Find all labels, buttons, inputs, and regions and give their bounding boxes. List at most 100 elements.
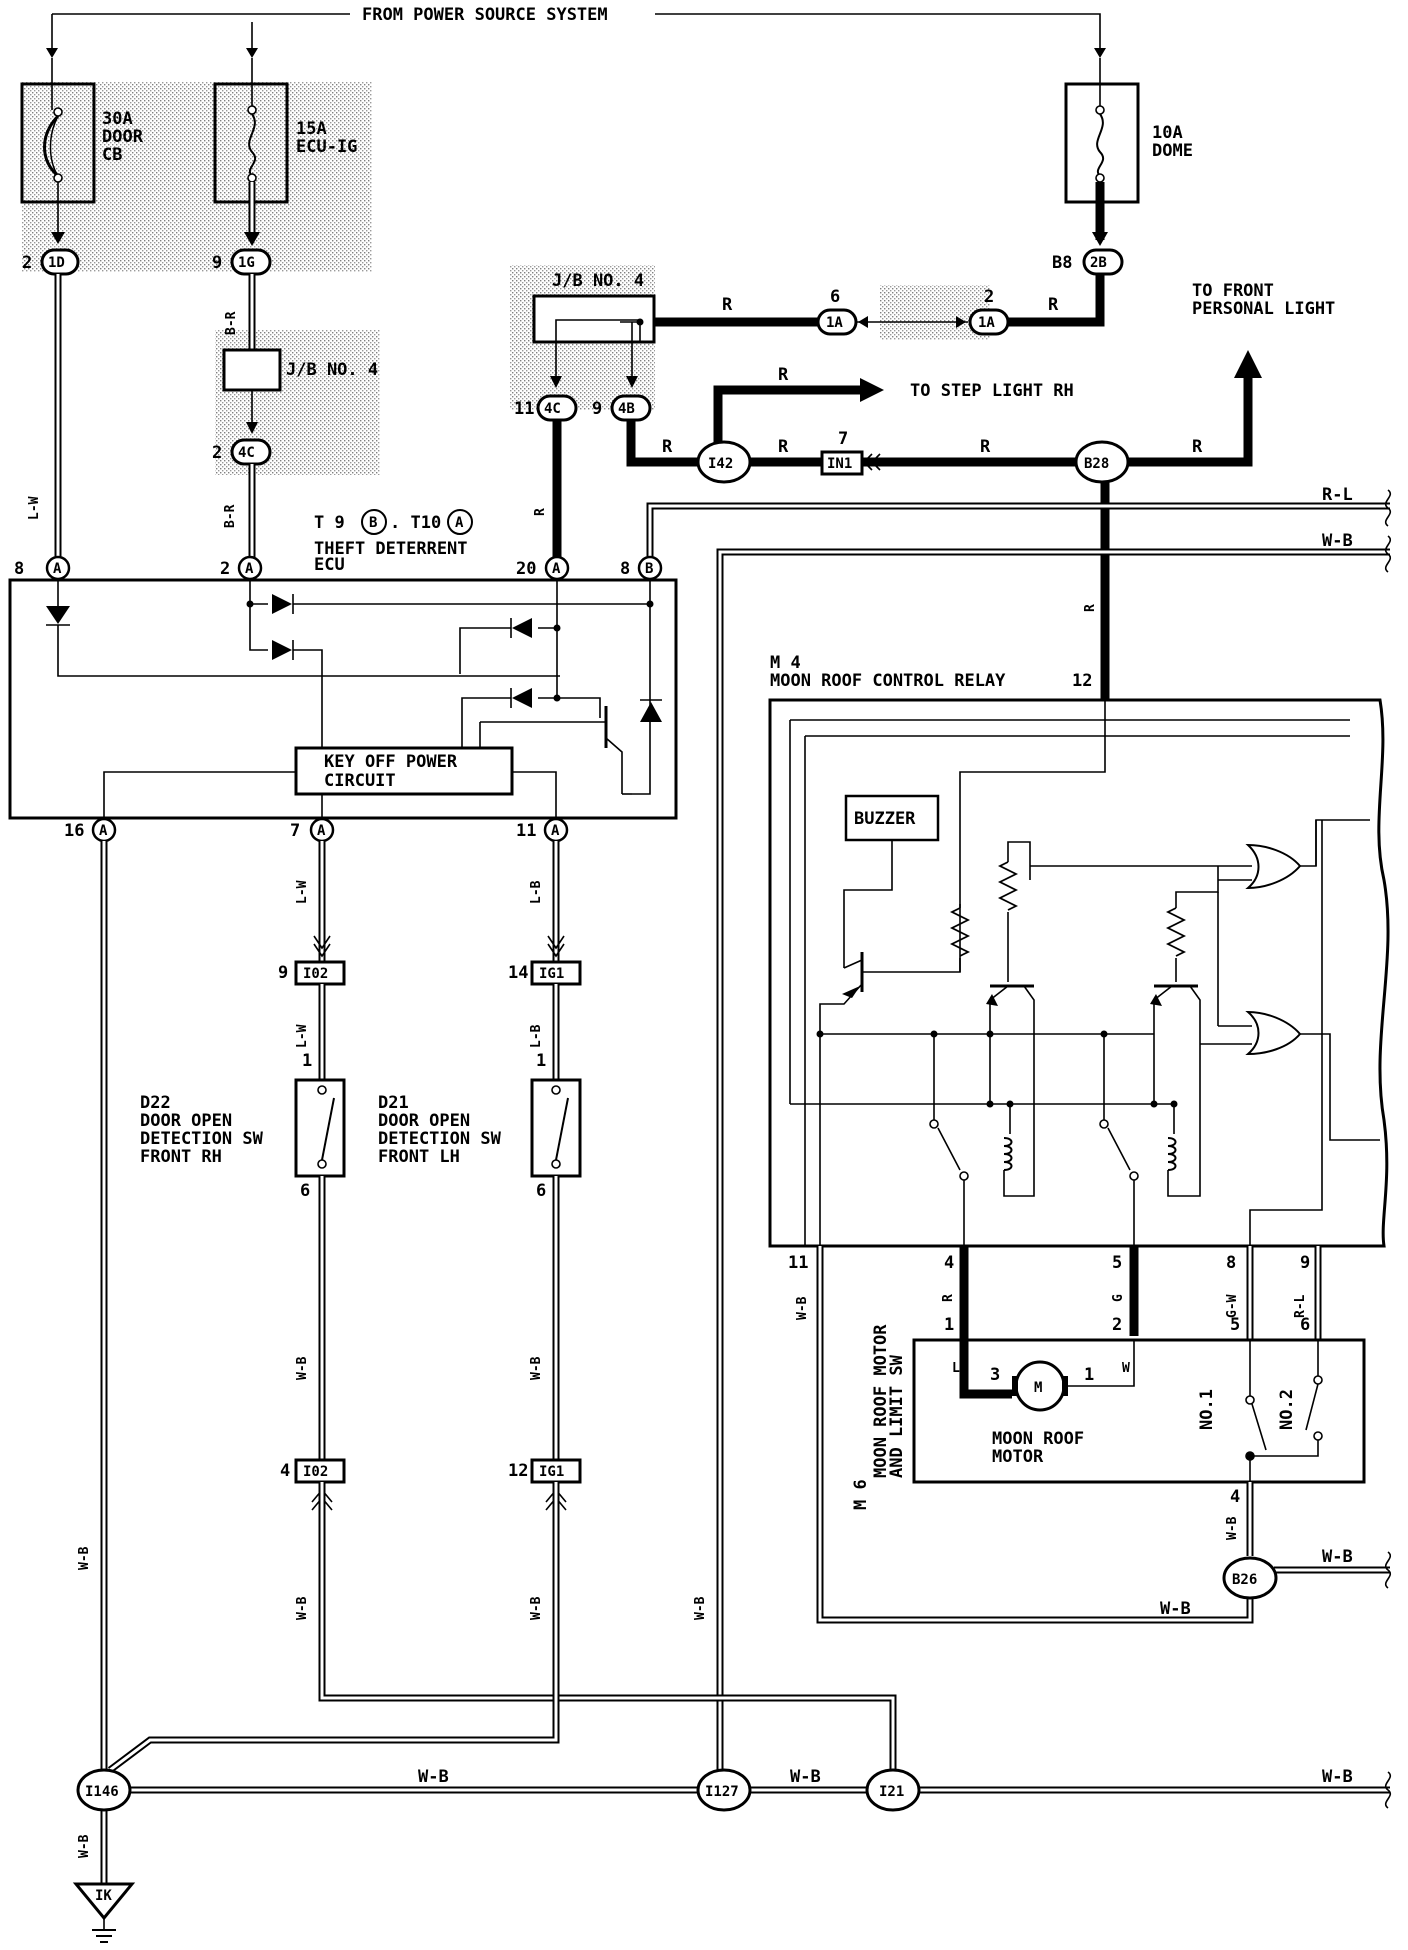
svg-text:5: 5 <box>1112 1253 1122 1273</box>
svg-text:7: 7 <box>838 429 848 449</box>
svg-text:4: 4 <box>1230 1487 1240 1507</box>
ground-ik: IK <box>72 1882 136 1943</box>
svg-text:G: G <box>1111 1294 1126 1302</box>
svg-text:IN1: IN1 <box>827 456 852 472</box>
motor-id: M 6 <box>851 1479 871 1510</box>
svg-text:G-W: G-W <box>1225 1294 1240 1318</box>
fuse-ecu-ig: 15A ECU-IG <box>213 58 357 204</box>
svg-text:A: A <box>245 561 254 577</box>
door-cb-name-2: CB <box>102 145 122 165</box>
svg-text:. T10: . T10 <box>390 513 441 533</box>
connector-2b: 2B B8 <box>1052 248 1124 276</box>
svg-text:R: R <box>533 508 548 516</box>
svg-text:L-B: L-B <box>529 880 544 904</box>
svg-text:R: R <box>941 1294 956 1302</box>
svg-text:L-W: L-W <box>27 496 42 520</box>
svg-text:2: 2 <box>22 253 32 273</box>
svg-text:9: 9 <box>212 253 222 273</box>
svg-text:W-B: W-B <box>790 1767 821 1787</box>
connector-i146: I146 <box>76 1768 132 1812</box>
svg-text:L: L <box>952 1361 960 1376</box>
svg-text:14: 14 <box>508 963 528 983</box>
jb4-label-right: J/B NO. 4 <box>552 271 644 291</box>
svg-text:1: 1 <box>536 1051 546 1071</box>
svg-text:R: R <box>662 437 673 457</box>
svg-text:A: A <box>99 823 108 839</box>
power-source-label: FROM POWER SOURCE SYSTEM <box>362 5 608 25</box>
connector-i02-bottom: I02 4 <box>280 1458 346 1511</box>
svg-text:1D: 1D <box>48 255 65 271</box>
ecu-name: THEFT DETERRENT <box>314 539 468 559</box>
motor-label-2: MOTOR <box>992 1447 1044 1467</box>
svg-text:R: R <box>980 437 991 457</box>
connector-i02-top: I02 9 <box>278 960 346 986</box>
svg-text:DOOR OPEN: DOOR OPEN <box>378 1111 470 1131</box>
to-front-label: TO FRONT <box>1192 281 1274 301</box>
moon-roof-control-relay: M 4 MOON ROOF CONTROL RELAY 12 BUZZER <box>768 653 1390 1260</box>
svg-text:L-W: L-W <box>295 1024 310 1048</box>
svg-text:W-B: W-B <box>77 1834 92 1858</box>
svg-text:B: B <box>369 515 377 531</box>
svg-text:4: 4 <box>280 1461 290 1481</box>
svg-text:A: A <box>551 823 560 839</box>
svg-text:6: 6 <box>536 1181 546 1201</box>
svg-text:1A: 1A <box>978 315 995 331</box>
svg-text:DOOR OPEN: DOOR OPEN <box>140 1111 232 1131</box>
moon-roof-motor: L W 3 M 1 NO.1 NO.2 MOON ROOF MOTOR M 6 … <box>851 1324 1366 1510</box>
svg-text:B28: B28 <box>1084 456 1109 472</box>
svg-text:5: 5 <box>1230 1315 1240 1335</box>
svg-text:L-B: L-B <box>529 1024 544 1048</box>
svg-text:I21: I21 <box>879 1784 904 1800</box>
svg-text:2: 2 <box>984 287 994 307</box>
svg-text:6: 6 <box>300 1181 310 1201</box>
svg-text:W-B: W-B <box>1322 1547 1353 1567</box>
power-source-line: FROM POWER SOURCE SYSTEM <box>46 5 1106 58</box>
svg-text:11: 11 <box>516 821 536 841</box>
svg-text:B8: B8 <box>1052 253 1072 273</box>
svg-text:W-B: W-B <box>418 1767 449 1787</box>
door-switch-d22: D22 DOOR OPEN DETECTION SW FRONT RH 6 <box>140 1078 346 1201</box>
svg-text:R: R <box>1192 437 1203 457</box>
motor-name-2: AND LIMIT SW <box>887 1354 907 1478</box>
svg-text:R-L: R-L <box>1322 485 1353 505</box>
svg-text:B-R: B-R <box>224 311 239 335</box>
svg-text:12: 12 <box>1072 671 1092 691</box>
connector-i21: I21 <box>865 1768 921 1812</box>
connector-1d: 1D 2 <box>22 248 80 276</box>
relay-to-motor-wires: 11 4 5 8 9 R G G-W R-L 1 2 5 6 W-B W-B <box>788 1246 1322 1624</box>
svg-text:DETECTION SW: DETECTION SW <box>140 1129 264 1149</box>
svg-text:11: 11 <box>514 399 534 419</box>
svg-text:W-B: W-B <box>529 1356 544 1380</box>
motor-symbol: M <box>1034 1380 1042 1396</box>
svg-text:L-W: L-W <box>295 880 310 904</box>
connector-1a-pair: 1A 6 1A 2 R <box>816 274 1105 336</box>
key-off-power-label: KEY OFF POWER <box>324 752 458 772</box>
svg-text:2B: 2B <box>1090 255 1107 271</box>
theft-deterrent-ecu: T 9 B . T10 A THEFT DETERRENT ECU 8 A 2 … <box>8 509 678 843</box>
dome-name: DOME <box>1152 141 1193 161</box>
left-wires: L-W B-R J/B NO. 4 4C 2 B-R <box>27 274 378 560</box>
jb4-upper: J/B NO. 4 R <box>532 271 830 388</box>
svg-text:I02: I02 <box>303 1464 328 1480</box>
door-cb-rating: 30A <box>102 109 133 129</box>
svg-text:W-B: W-B <box>1225 1516 1240 1540</box>
svg-text:6: 6 <box>1300 1315 1310 1335</box>
ecu-ig-name: ECU-IG <box>296 137 357 157</box>
shaded-regions <box>22 82 990 475</box>
svg-text:D22: D22 <box>140 1093 171 1113</box>
svg-text:A: A <box>552 561 561 577</box>
svg-text:W: W <box>1122 1361 1130 1376</box>
connector-ig1-bottom: IG1 12 <box>508 1458 582 1511</box>
svg-text:W-B: W-B <box>1322 1767 1353 1787</box>
door-switch-feed-wires: L-W 1 L-B 1 <box>295 984 560 1080</box>
svg-text:A: A <box>455 515 464 531</box>
svg-text:8: 8 <box>14 559 24 579</box>
motor-ground: 4 W-B W-B B26 <box>1222 1482 1392 1600</box>
svg-text:8: 8 <box>1226 1253 1236 1273</box>
ground-routing: W-B W-B W-B W-B W-B W-B <box>77 1482 1392 1884</box>
svg-text:20: 20 <box>516 559 536 579</box>
svg-text:4: 4 <box>944 1253 954 1273</box>
svg-text:8: 8 <box>620 559 630 579</box>
door-cb-name: DOOR <box>102 127 144 147</box>
svg-text:W-B: W-B <box>1160 1599 1191 1619</box>
